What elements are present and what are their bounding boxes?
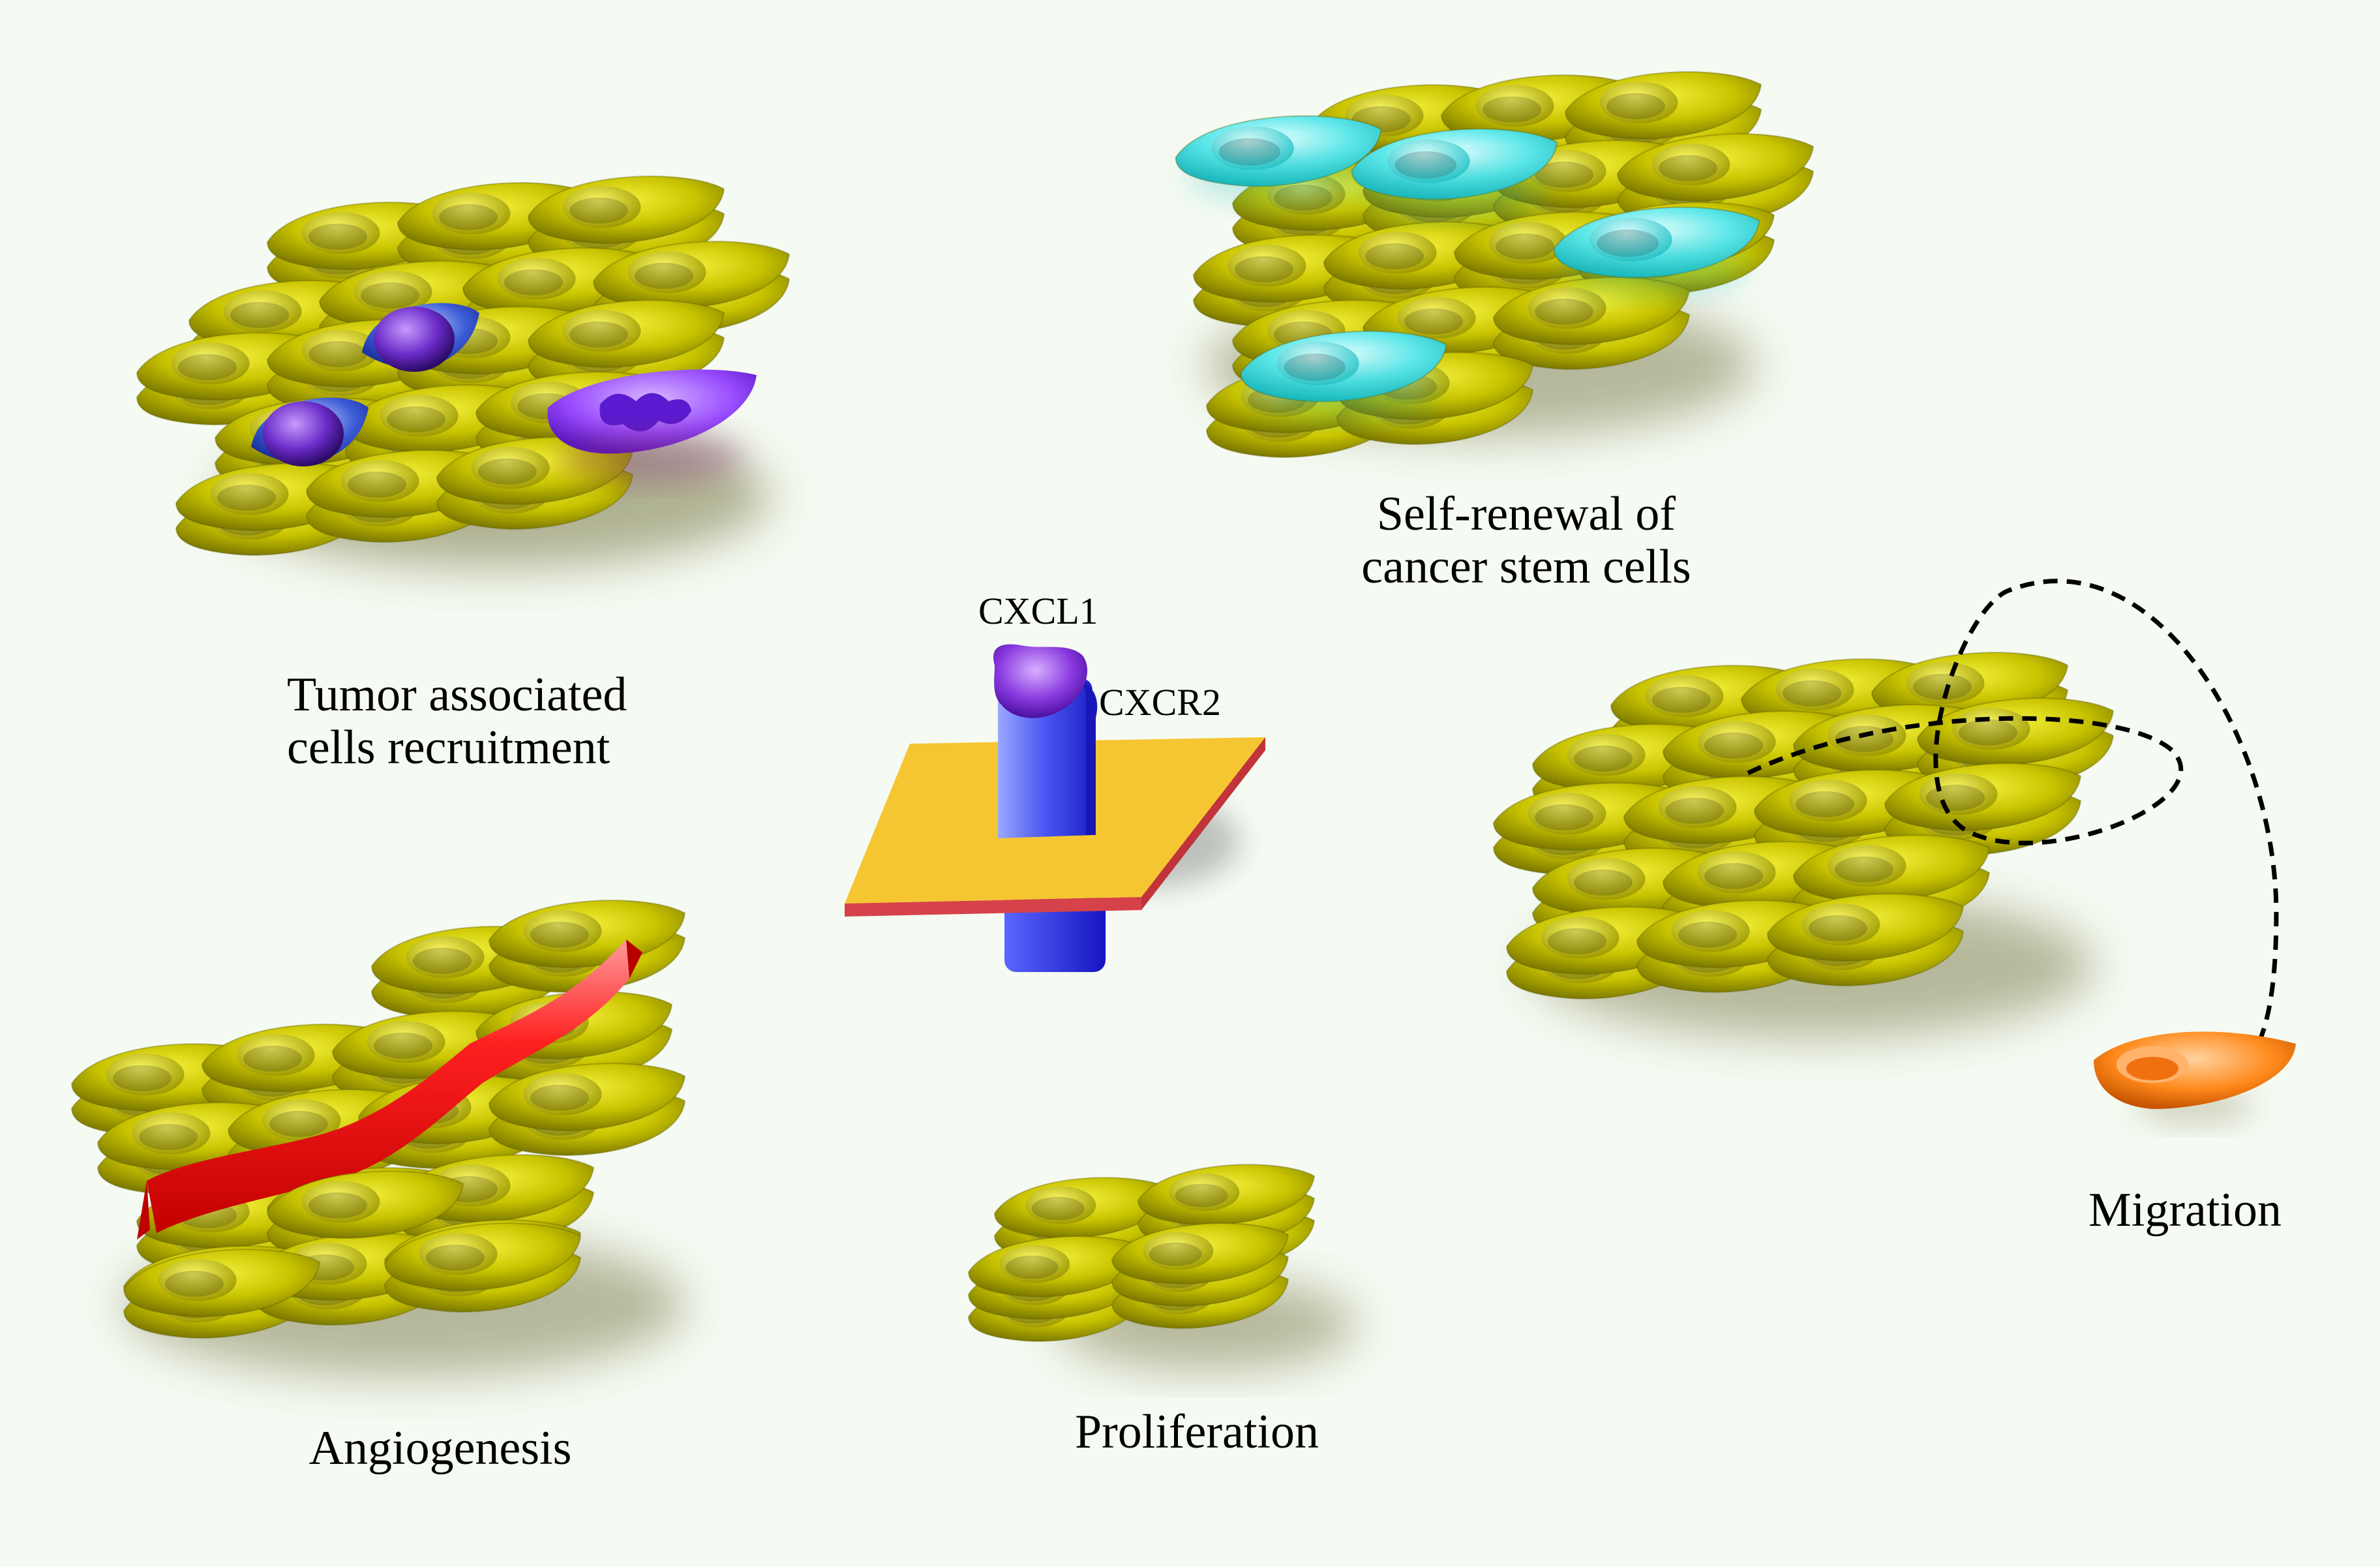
cxcr2-label: CXCR2 — [1099, 681, 1221, 723]
stem-cell-3 — [1553, 206, 1760, 294]
self-renewal-label: Self-renewal of cancer stem cells — [1331, 487, 1722, 594]
recruitment-label: Tumor associated cells recruitment — [287, 668, 627, 775]
migration-path-arrow — [1747, 579, 2279, 1055]
recruited-neutrophil — [547, 369, 757, 483]
tumor-cell — [1111, 1223, 1289, 1285]
stem-cell-cluster — [1175, 71, 1815, 458]
stem-cell-1 — [1175, 115, 1382, 202]
tumor-cell — [1766, 893, 1965, 962]
tumor-cell — [993, 1177, 1172, 1239]
migration-cell-cluster — [1492, 652, 2115, 999]
proliferation-label: Proliferation — [1074, 1405, 1319, 1459]
cxcl1-label: CXCL1 — [978, 590, 1098, 632]
proliferation-cell-cluster — [967, 1164, 1316, 1343]
recruitment-label-line2: cells recruitment — [287, 721, 610, 775]
tumor-cell — [1505, 906, 1704, 975]
angiogenesis-cell-cluster — [70, 900, 686, 1339]
tumor-cell — [527, 299, 725, 368]
migrating-cell — [2094, 1031, 2296, 1125]
tumor-cell — [527, 175, 725, 244]
tumor-cell — [488, 1063, 686, 1131]
receptor-upper-segment — [998, 678, 1092, 838]
stem-cell-2 — [1351, 128, 1558, 215]
tumor-cell — [1616, 133, 1815, 202]
recruited-lymphocyte-1 — [362, 303, 479, 372]
self-renewal-label-line2: cancer stem cells — [1361, 540, 1691, 594]
cxcr2-receptor-diagram — [845, 644, 1265, 972]
tumor-cell — [384, 1223, 582, 1291]
tumor-cell — [266, 1170, 464, 1239]
tumor-cell — [1564, 71, 1762, 140]
blood-vessel — [137, 939, 642, 1240]
tumor-cell — [123, 1249, 321, 1317]
tumor-cell — [1492, 277, 1691, 345]
stem-cell-4 — [1240, 330, 1447, 418]
tumor-cell — [592, 241, 791, 309]
tumor-cell — [967, 1236, 1146, 1298]
cxcl1-ligand — [993, 644, 1088, 718]
migration-label: Migration — [2088, 1183, 2282, 1237]
receptor-lower-segment — [1004, 894, 1106, 972]
tumor-cell — [1137, 1164, 1316, 1226]
angiogenesis-label: Angiogenesis — [309, 1422, 572, 1475]
recruited-lymphocyte-2 — [251, 397, 369, 466]
self-renewal-label-line1: Self-renewal of — [1376, 487, 1676, 541]
recruitment-label-line1: Tumor associated — [287, 668, 627, 722]
tumor-cell — [1792, 834, 1991, 903]
recruitment-cell-cluster — [136, 175, 791, 556]
